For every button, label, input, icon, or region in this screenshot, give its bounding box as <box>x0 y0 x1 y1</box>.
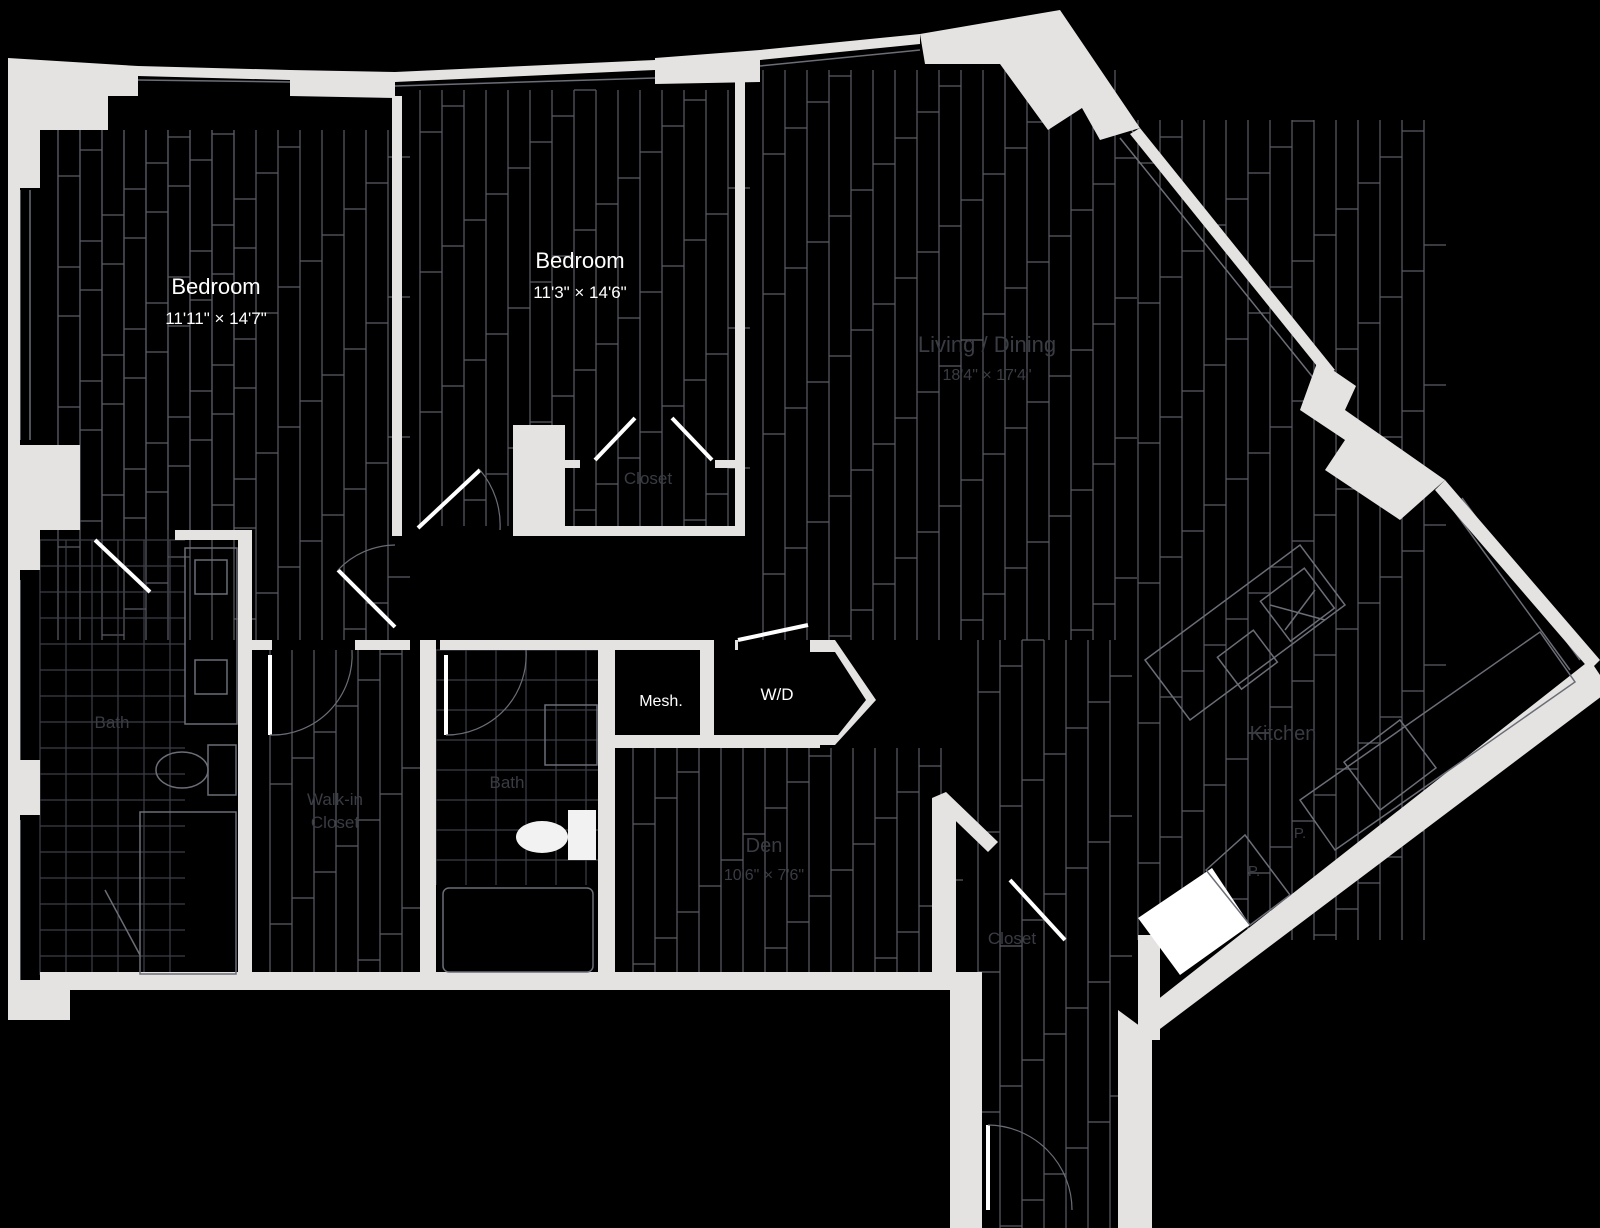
mech-label: Mesh. <box>639 693 683 710</box>
sink-1b <box>194 659 228 695</box>
tub-2 <box>442 887 594 973</box>
walk-in-closet-label-1: Walk-in <box>307 790 363 809</box>
windows <box>19 41 1581 990</box>
kitchen-label: Kitchen <box>1250 723 1317 745</box>
door-bedroom-2 <box>416 468 482 530</box>
toilet-tank-2 <box>568 810 596 860</box>
pantry <box>1204 833 1292 927</box>
vanity-2 <box>544 704 598 766</box>
dishwasher <box>1259 567 1336 643</box>
bath-2-label: Bath <box>490 773 525 792</box>
pantry-label-2: P. <box>1248 863 1260 880</box>
bedroom-2-name: Bedroom <box>535 248 624 273</box>
den-name: Den <box>746 835 783 857</box>
closet-door-right <box>670 416 714 462</box>
fixtures <box>104 543 1577 975</box>
bath-1-label: Bath <box>95 713 130 732</box>
kitchen-island <box>1143 543 1347 722</box>
closet-entry-label: Closet <box>988 929 1036 948</box>
toilet-bowl-1 <box>155 751 209 789</box>
walk-in-closet-label-2: Closet <box>311 813 359 832</box>
door-closet-entry <box>1008 878 1067 942</box>
refrigerator <box>1138 868 1250 975</box>
bedroom-1-name: Bedroom <box>171 274 260 299</box>
bedroom-1-dims: 11'11" × 14'7" <box>165 309 267 328</box>
walls <box>8 10 1600 1228</box>
shower-1 <box>139 811 237 975</box>
living-dims: 18'4" × 17'4" <box>942 367 1031 384</box>
sink-1a <box>194 559 228 595</box>
pantry-label-1: P. <box>1294 825 1306 842</box>
closet-door-left <box>593 416 637 462</box>
den-dims: 10'6" × 7'6" <box>724 867 804 884</box>
doors <box>93 416 1073 1211</box>
cooktop <box>1342 718 1438 812</box>
door-bath-1 <box>93 538 152 594</box>
kitchen-sink <box>1216 629 1279 691</box>
bedroom-2-dims: 11'3" × 14'6" <box>533 283 626 302</box>
closet-bedroom-2-label: Closet <box>624 469 672 488</box>
toilet-bowl-2 <box>516 821 568 853</box>
door-bedroom-1 <box>336 568 397 629</box>
living-name: Living / Dining <box>918 332 1056 357</box>
wd-label: W/D <box>760 685 793 704</box>
toilet-tank-1 <box>207 744 237 796</box>
room-labels: Bedroom 11'11" × 14'7" Bedroom 11'3" × 1… <box>95 248 1317 948</box>
kitchen-counter <box>1298 630 1577 852</box>
door-wd <box>737 623 809 642</box>
vanity-1 <box>184 547 238 725</box>
